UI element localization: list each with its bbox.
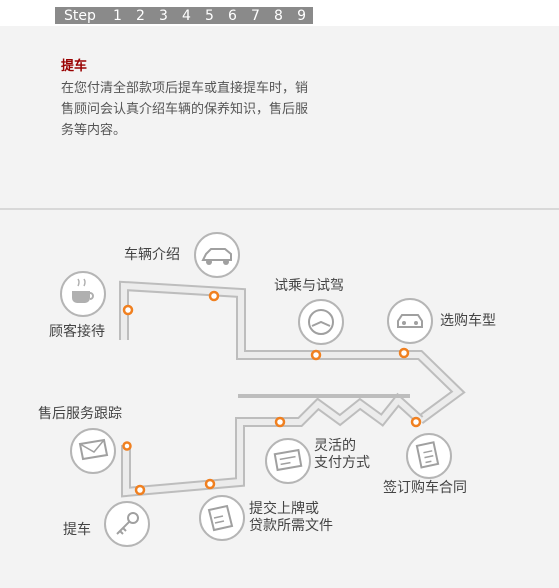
car-intro-label: 车辆介绍 (124, 247, 180, 263)
after-sales-label: 售后服务跟踪 (38, 406, 122, 422)
choose-model-label: 选购车型 (440, 313, 496, 329)
waypoint-marker (134, 484, 146, 496)
step-1-link[interactable]: 1 (112, 7, 122, 24)
waypoint-marker (410, 416, 422, 428)
test-drive-icon (298, 299, 344, 345)
waypoint-marker (274, 416, 286, 428)
step-8-link[interactable]: 8 (274, 7, 283, 24)
waypoint-marker (204, 478, 216, 490)
step-6-link[interactable]: 6 (228, 7, 237, 24)
step-navigation: Step 1 2 3 4 5 6 7 8 9 (55, 7, 313, 24)
step-label: Step (64, 7, 96, 24)
documents-label-line2: 贷款所需文件 (249, 518, 333, 534)
pickup-key-icon (104, 501, 150, 547)
step-title: 提车 (61, 59, 88, 74)
payment-label-line2: 支付方式 (314, 455, 370, 471)
payment-icon (265, 438, 311, 484)
step-5-link[interactable]: 5 (205, 7, 214, 24)
contract-label: 签订购车合同 (383, 480, 467, 496)
waypoint-marker (208, 290, 220, 302)
step-detail-panel (0, 26, 559, 208)
flow-diagram-area (0, 210, 559, 588)
after-sales-icon (70, 428, 116, 474)
waypoint-marker (398, 347, 410, 359)
documents-icon (199, 495, 245, 541)
waypoint-marker (122, 441, 132, 451)
step-9-link[interactable]: 9 (297, 7, 306, 24)
test-drive-label: 试乘与试驾 (274, 278, 344, 294)
reception-label: 顾客接待 (49, 324, 105, 340)
contract-icon (406, 433, 452, 479)
car-intro-icon (194, 232, 240, 278)
waypoint-marker (122, 304, 134, 316)
step-2-link[interactable]: 2 (135, 7, 145, 24)
documents-label-line1: 提交上牌或 (249, 501, 319, 517)
step-7-link[interactable]: 7 (251, 7, 260, 24)
pickup-label: 提车 (63, 522, 91, 538)
step-4-link[interactable]: 4 (181, 7, 191, 24)
panel-divider (0, 208, 559, 210)
step-description: 在您付清全部款项后提车或直接提车时，销售顾问会认真介绍车辆的保养知识，售后服务等… (61, 81, 309, 138)
step-3-link[interactable]: 3 (158, 7, 168, 24)
choose-model-icon (387, 298, 433, 344)
reception-icon (60, 271, 106, 317)
payment-label-line1: 灵活的 (314, 438, 356, 454)
waypoint-marker (310, 349, 322, 361)
